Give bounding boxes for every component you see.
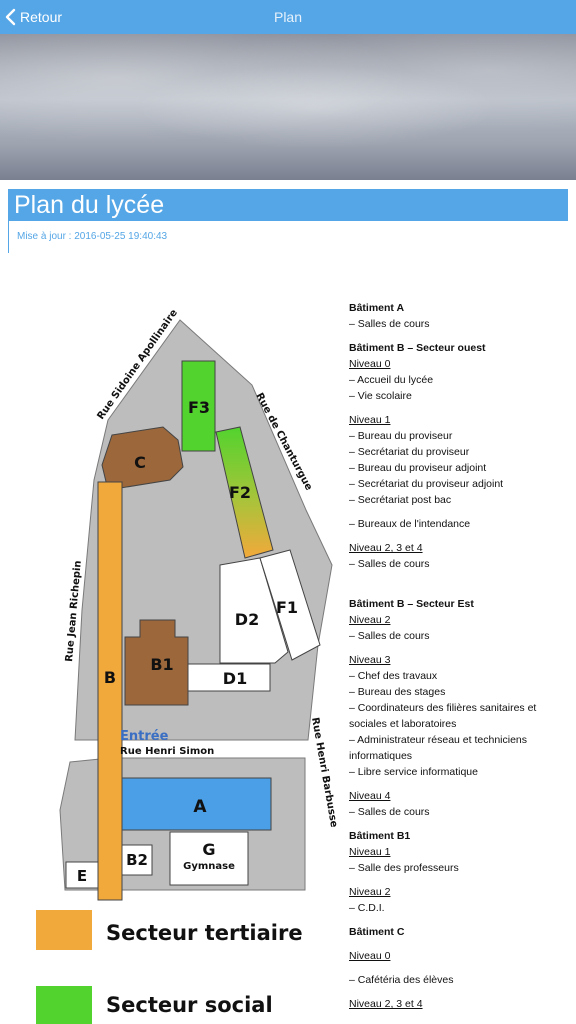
label-e: E xyxy=(77,867,87,885)
label-g: G xyxy=(202,840,215,859)
legend-swatch-tertiaire xyxy=(36,910,92,950)
building-f3 xyxy=(181,360,216,452)
legend-swatch-social xyxy=(36,986,92,1024)
building-e xyxy=(65,861,99,889)
page-title-bar: Plan du lycée xyxy=(8,189,568,221)
info-item: – Coordinateurs des filières sanitaires … xyxy=(349,702,537,730)
info-level: Niveau 0 xyxy=(349,358,391,370)
info-item: – Salles de cours xyxy=(349,630,430,642)
info-item: – Secrétariat du proviseur xyxy=(349,446,470,458)
info-heading: Bâtiment B1 xyxy=(349,830,411,842)
entree-label: Entrée xyxy=(120,729,169,744)
building-g xyxy=(169,831,249,886)
info-item: – Chef des travaux xyxy=(349,670,438,682)
info-item: – Salles de cours xyxy=(349,558,430,570)
info-level: Niveau 4 xyxy=(349,790,391,802)
info-level: Niveau 2 xyxy=(349,886,391,898)
building-b2 xyxy=(121,844,153,876)
building-b1 xyxy=(124,619,189,706)
info-item: – Salles de cours xyxy=(349,318,430,330)
sky-banner-image xyxy=(0,34,576,180)
info-item: – Secrétariat du proviseur adjoint xyxy=(349,478,504,490)
info-item: – C.D.I. xyxy=(349,902,385,914)
building-d2 xyxy=(219,557,289,664)
info-item: – Libre service informatique xyxy=(349,766,478,778)
label-f1: F1 xyxy=(276,598,298,617)
info-item: – Administrateur réseau et techniciens i… xyxy=(349,734,528,762)
legend-tertiaire: Secteur tertiaire xyxy=(106,921,303,945)
building-a xyxy=(121,777,272,831)
back-label: Retour xyxy=(20,9,63,25)
chevron-left-icon xyxy=(5,8,16,26)
label-c: C xyxy=(134,453,146,472)
campus-map: F3 C F2 D2 F1 B1 D1 B A G Gymnase B2 E E… xyxy=(36,307,339,1024)
info-level: Niveau 3 xyxy=(349,654,391,666)
label-gymnase: Gymnase xyxy=(183,861,235,872)
info-item: – Bureau du proviseur xyxy=(349,430,453,442)
info-level: Niveau 2 xyxy=(349,614,391,626)
info-heading: Bâtiment B – Secteur Est xyxy=(349,598,474,610)
street-henri-barbusse: Rue Henri Barbusse xyxy=(309,717,339,829)
info-level: Niveau 1 xyxy=(349,414,391,426)
label-d1: D1 xyxy=(223,669,247,688)
label-d2: D2 xyxy=(235,610,259,629)
info-item: – Bureau des stages xyxy=(349,686,446,698)
info-item: – Accueil du lycée xyxy=(349,374,434,386)
info-heading: Bâtiment C xyxy=(349,926,405,938)
info-item: – Bureau du proviseur adjoint xyxy=(349,462,487,474)
nav-title: Plan xyxy=(273,9,303,25)
label-f2: F2 xyxy=(229,483,251,502)
info-heading: Bâtiment A xyxy=(349,302,405,314)
page-title: Plan du lycée xyxy=(14,191,165,219)
building-b xyxy=(97,481,123,901)
info-level: Niveau 2, 3 et 4 xyxy=(349,542,423,554)
building-f2 xyxy=(215,426,274,559)
info-level: Niveau 2, 3 et 4 xyxy=(349,998,423,1010)
info-item: – Secrétariat post bac xyxy=(349,494,452,506)
street-henri-simon: Rue Henri Simon xyxy=(120,746,214,757)
info-item: – Salle des professeurs xyxy=(349,862,459,874)
label-b1: B1 xyxy=(150,655,173,674)
building-f1 xyxy=(259,549,321,661)
label-b2: B2 xyxy=(126,851,148,869)
nav-bar: Retour Plan xyxy=(0,0,576,34)
legend-social: Secteur social xyxy=(106,993,273,1017)
info-heading: Bâtiment B – Secteur ouest xyxy=(349,342,486,354)
label-f3: F3 xyxy=(188,398,210,417)
info-item: – Salles de cours xyxy=(349,806,430,818)
info-item: – Cafétéria des élèves xyxy=(349,974,454,986)
label-a: A xyxy=(193,797,207,817)
info-item: – Vie scolaire xyxy=(349,390,412,402)
building-d1 xyxy=(187,663,271,692)
building-c xyxy=(101,426,184,491)
info-level: Niveau 0 xyxy=(349,950,391,962)
update-timestamp: Mise à jour : 2016-05-25 19:40:43 xyxy=(17,231,168,242)
info-item: – Bureaux de l'intendance xyxy=(349,518,471,530)
back-button[interactable]: Retour xyxy=(4,0,62,34)
info-level: Niveau 1 xyxy=(349,846,391,858)
building-info-list: Bâtiment A – Salles de cours Bâtiment B … xyxy=(349,300,569,1012)
label-b: B xyxy=(104,668,116,687)
update-info: Mise à jour : 2016-05-25 19:40:43 xyxy=(8,221,167,253)
